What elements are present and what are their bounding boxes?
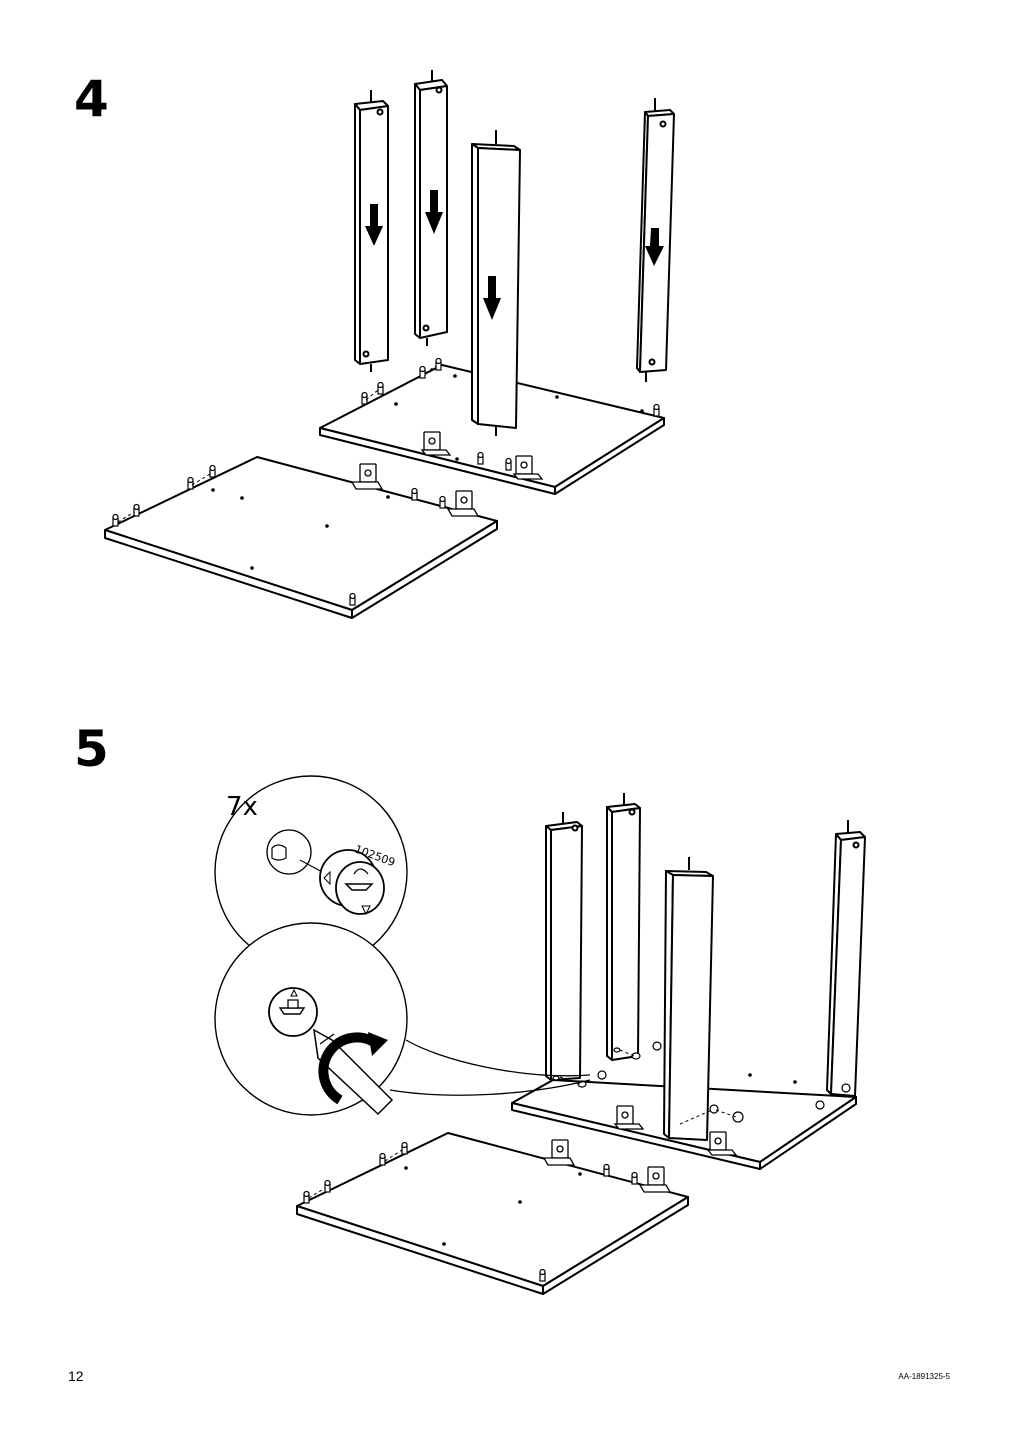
step-5-number: 5 bbox=[74, 720, 109, 778]
cam-lock-detail bbox=[214, 775, 408, 969]
document-code: AA-1891325-5 bbox=[898, 1372, 950, 1381]
upright-board-wide bbox=[471, 130, 521, 436]
side-panel-step5 bbox=[296, 1132, 689, 1295]
step-4-illustration bbox=[104, 70, 675, 619]
assembled-frame bbox=[511, 793, 866, 1170]
page-number: 12 bbox=[68, 1368, 84, 1384]
step-4-number: 4 bbox=[74, 70, 109, 128]
part-number-label: 102509 bbox=[353, 843, 397, 870]
dowel-pins bbox=[112, 357, 660, 606]
screwdriver-detail bbox=[214, 922, 408, 1116]
metal-brackets bbox=[350, 431, 544, 517]
insert-arrows bbox=[365, 190, 664, 320]
side-panel bbox=[104, 456, 498, 619]
quantity-label: 7x bbox=[226, 792, 258, 822]
